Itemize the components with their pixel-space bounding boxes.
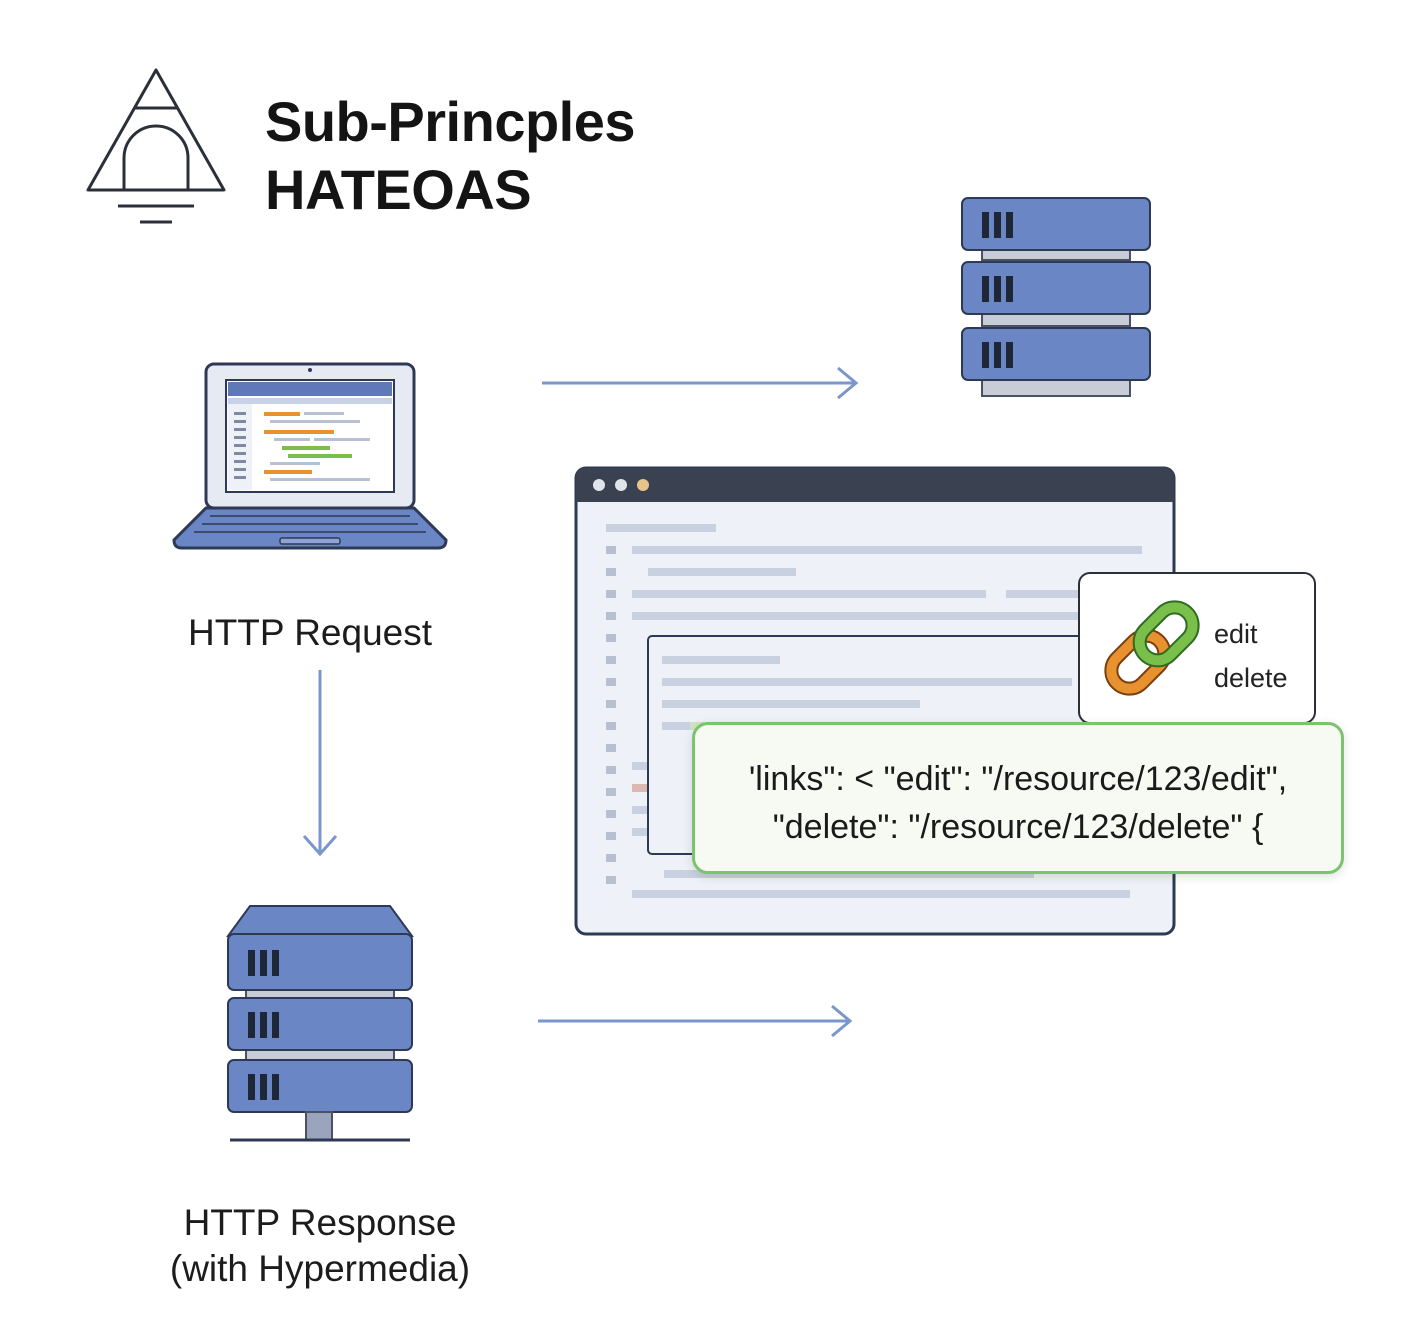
request-arrow bbox=[542, 366, 859, 400]
http-response-label: HTTP Response (with Hypermedia) bbox=[130, 1200, 510, 1292]
server-icon-top bbox=[961, 197, 1151, 397]
json-line-2: "delete": "/resource/123/delete" { bbox=[772, 808, 1264, 846]
link-chain-icon bbox=[1104, 600, 1200, 696]
down-arrow bbox=[302, 670, 338, 857]
links-popup: edit delete bbox=[1078, 572, 1316, 724]
json-line-1: 'links": < "edit": "/resource/123/edit", bbox=[748, 760, 1288, 798]
window-dot-2 bbox=[615, 479, 627, 491]
laptop-icon bbox=[172, 362, 448, 550]
link-item-delete[interactable]: delete bbox=[1214, 663, 1288, 693]
server-icon-bottom bbox=[226, 905, 414, 1142]
page-title: Sub-Princples HATEOAS bbox=[265, 88, 785, 224]
http-request-label: HTTP Request bbox=[187, 612, 433, 653]
http-response-label-line-1: HTTP Response bbox=[183, 1202, 457, 1243]
title-line-2: HATEOAS bbox=[265, 158, 532, 221]
links-list: edit delete bbox=[1214, 612, 1288, 700]
json-links-box: 'links": < "edit": "/resource/123/edit",… bbox=[692, 722, 1344, 874]
response-arrow bbox=[538, 1004, 853, 1038]
http-response-label-line-2: (with Hypermedia) bbox=[169, 1248, 471, 1289]
title-line-1: Sub-Princples bbox=[265, 90, 636, 153]
window-dot-1 bbox=[593, 479, 605, 491]
link-item-edit[interactable]: edit bbox=[1214, 619, 1258, 649]
json-snippet: 'links": < "edit": "/resource/123/edit",… bbox=[695, 755, 1341, 851]
window-dot-3 bbox=[637, 479, 649, 491]
logo-icon bbox=[86, 68, 226, 224]
